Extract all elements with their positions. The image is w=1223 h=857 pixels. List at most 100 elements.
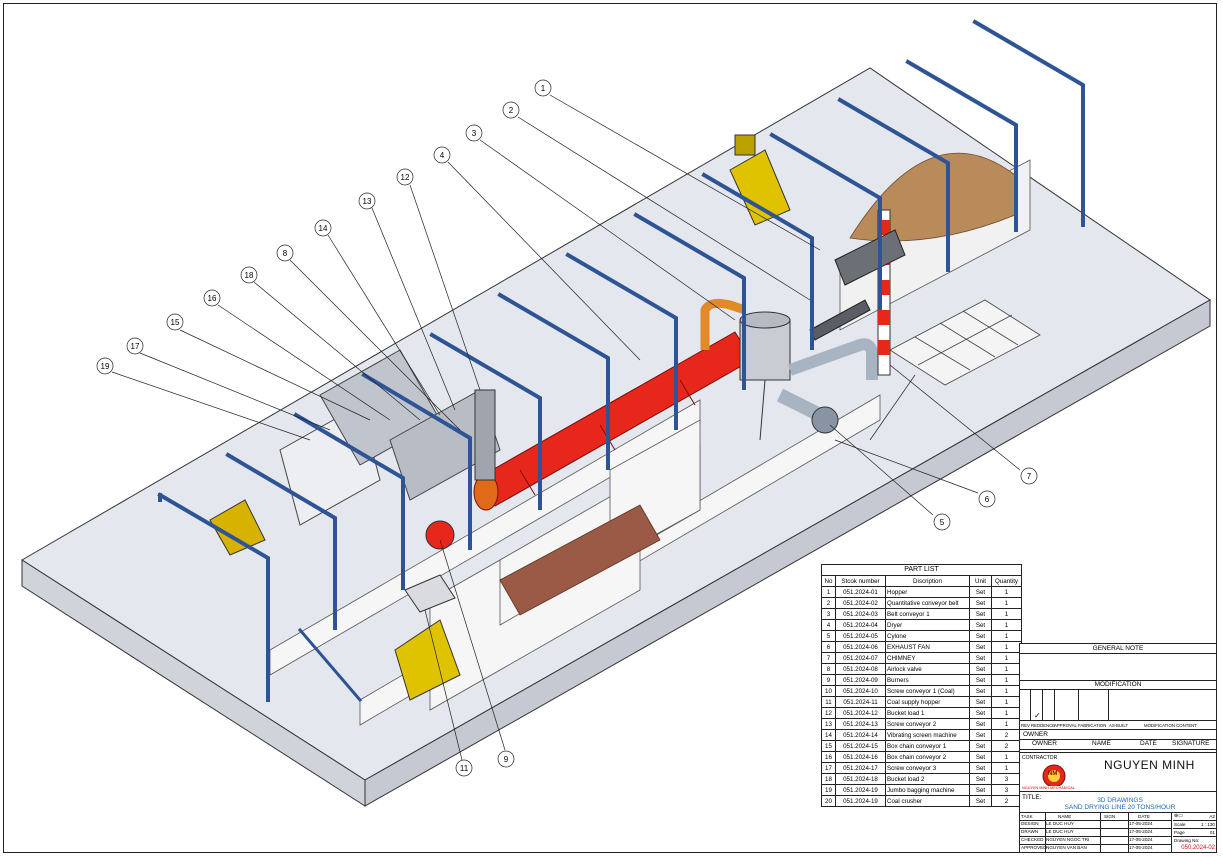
part-no: 6 xyxy=(821,641,836,653)
part-list-table: PART LIST No Stcok number Discription Un… xyxy=(821,564,1022,807)
sign-name: LE DUC HUY xyxy=(1046,821,1074,826)
part-stock-number: 051.2024-05 xyxy=(835,630,886,642)
sign-off-header-row: TASK NAME SIGN DATE xyxy=(1020,813,1172,821)
part-description: EXHAUST FAN xyxy=(885,641,970,653)
part-quantity: 2 xyxy=(991,795,1022,807)
part-no: 15 xyxy=(821,740,836,752)
part-unit: Set xyxy=(969,707,992,719)
drawing-frame xyxy=(3,3,1217,853)
part-unit: Set xyxy=(969,762,992,774)
callout-7: 7 xyxy=(1027,472,1032,481)
title-line-1: 3D DRAWINGS xyxy=(1097,797,1143,804)
col-description: Discription xyxy=(885,575,970,587)
sign-task: CHECKED xyxy=(1021,837,1044,842)
part-description: Bucket load 2 xyxy=(885,773,970,785)
sign-off-table: TASK NAME SIGN DATE DESIGN LE DUC HUY 17-0… xyxy=(1020,813,1172,853)
callout-2: 2 xyxy=(509,106,514,115)
part-quantity: 1 xyxy=(991,619,1022,631)
callout-13: 13 xyxy=(363,197,372,206)
part-quantity: 1 xyxy=(991,674,1022,686)
scale-value: 1 : 130 xyxy=(1200,822,1215,827)
part-unit: Set xyxy=(969,663,992,675)
modification-label: MODIFICATION xyxy=(1020,681,1216,690)
part-stock-number: 051.2024-14 xyxy=(835,729,886,741)
drawing-number: 050.2024-02 xyxy=(1181,845,1215,851)
part-unit: Set xyxy=(969,740,992,752)
drawing-no-label-row: Drawing No: xyxy=(1173,837,1217,845)
part-no: 16 xyxy=(821,751,836,763)
part-description: Box chain conveyor 2 xyxy=(885,751,970,763)
general-note-label: GENERAL NOTE xyxy=(1020,644,1216,654)
part-no: 12 xyxy=(821,707,836,719)
general-note-box: GENERAL NOTE xyxy=(1019,643,1217,681)
drawing-title: 3D DRAWINGS SAND DRYING LINE 20 TONS/HOU… xyxy=(1050,797,1190,811)
callout-16: 16 xyxy=(208,294,217,303)
col-unit: Unit xyxy=(969,575,992,587)
part-stock-number: 051.2024-02 xyxy=(835,597,886,609)
part-stock-number: 051.2024-19 xyxy=(835,784,886,796)
company-name: NGUYEN MINH xyxy=(1104,758,1195,772)
modification-header-row: REV REDDENCE APPROVAL FABRICATION AS-BUI… xyxy=(1020,720,1216,730)
part-no: 11 xyxy=(821,696,836,708)
part-list-header-row: No Stcok number Discription Unit Quantit… xyxy=(821,575,1022,587)
part-no: 7 xyxy=(821,652,836,664)
page-value: 01 xyxy=(1209,830,1215,835)
col-no: No xyxy=(821,575,836,587)
part-stock-number: 051.2024-08 xyxy=(835,663,886,675)
part-quantity: 1 xyxy=(991,685,1022,697)
sign-date: 17-05-2024 xyxy=(1129,829,1153,834)
part-quantity: 1 xyxy=(991,630,1022,642)
part-quantity: 1 xyxy=(991,608,1022,620)
part-description: Screw conveyor 1 (Coal) xyxy=(885,685,970,697)
callout-19: 19 xyxy=(101,362,110,371)
owner-label: OWNER xyxy=(1020,730,1216,740)
check-mark-icon: ✓ xyxy=(1034,711,1041,720)
part-stock-number: 051.2024-12 xyxy=(835,707,886,719)
part-no: 19 xyxy=(821,784,836,796)
part-quantity: 2 xyxy=(991,740,1022,752)
callout-1: 1 xyxy=(541,84,546,93)
part-description: Airlock valve xyxy=(885,663,970,675)
part-quantity: 1 xyxy=(991,751,1022,763)
steel-frames xyxy=(157,19,1085,703)
owner-box: OWNER OWNER NAME DATE SIGNATURE xyxy=(1019,729,1217,753)
part-no: 14 xyxy=(821,729,836,741)
callout-11: 11 xyxy=(460,764,469,773)
page-label: Page xyxy=(1174,830,1185,835)
callout-14: 14 xyxy=(319,224,328,233)
part-unit: Set xyxy=(969,641,992,653)
part-stock-number: 051.2024-06 xyxy=(835,641,886,653)
sign-task: DESIGN xyxy=(1021,821,1039,826)
part-stock-number: 051.2024-15 xyxy=(835,740,886,752)
part-unit: Set xyxy=(969,718,992,730)
part-quantity: 1 xyxy=(991,641,1022,653)
part-no: 8 xyxy=(821,663,836,675)
part-stock-number: 051.2024-09 xyxy=(835,674,886,686)
compass-icon: ⊕▭ xyxy=(1174,813,1183,819)
bagging-screening-equipment xyxy=(279,349,501,613)
part-unit: Set xyxy=(969,674,992,686)
part-stock-number: 051.2024-03 xyxy=(835,608,886,620)
part-description: Burners xyxy=(885,674,970,686)
part-quantity: 1 xyxy=(991,696,1022,708)
part-description: Quantitative conveyor belt xyxy=(885,597,970,609)
callout-18: 18 xyxy=(245,271,254,280)
part-unit: Set xyxy=(969,795,992,807)
part-unit: Set xyxy=(969,784,992,796)
modification-box: MODIFICATION ✓ REV REDDENCE APPROVAL FAB… xyxy=(1019,680,1217,730)
company-logo: NM NGUYEN MINH MECHANICAL xyxy=(1022,762,1082,790)
contractor-label: CONTRACTOR xyxy=(1022,755,1058,761)
part-stock-number: 051.2024-11 xyxy=(835,696,886,708)
sign-off-box: TASK NAME SIGN DATE DESIGN LE DUC HUY 17-0… xyxy=(1019,812,1217,853)
